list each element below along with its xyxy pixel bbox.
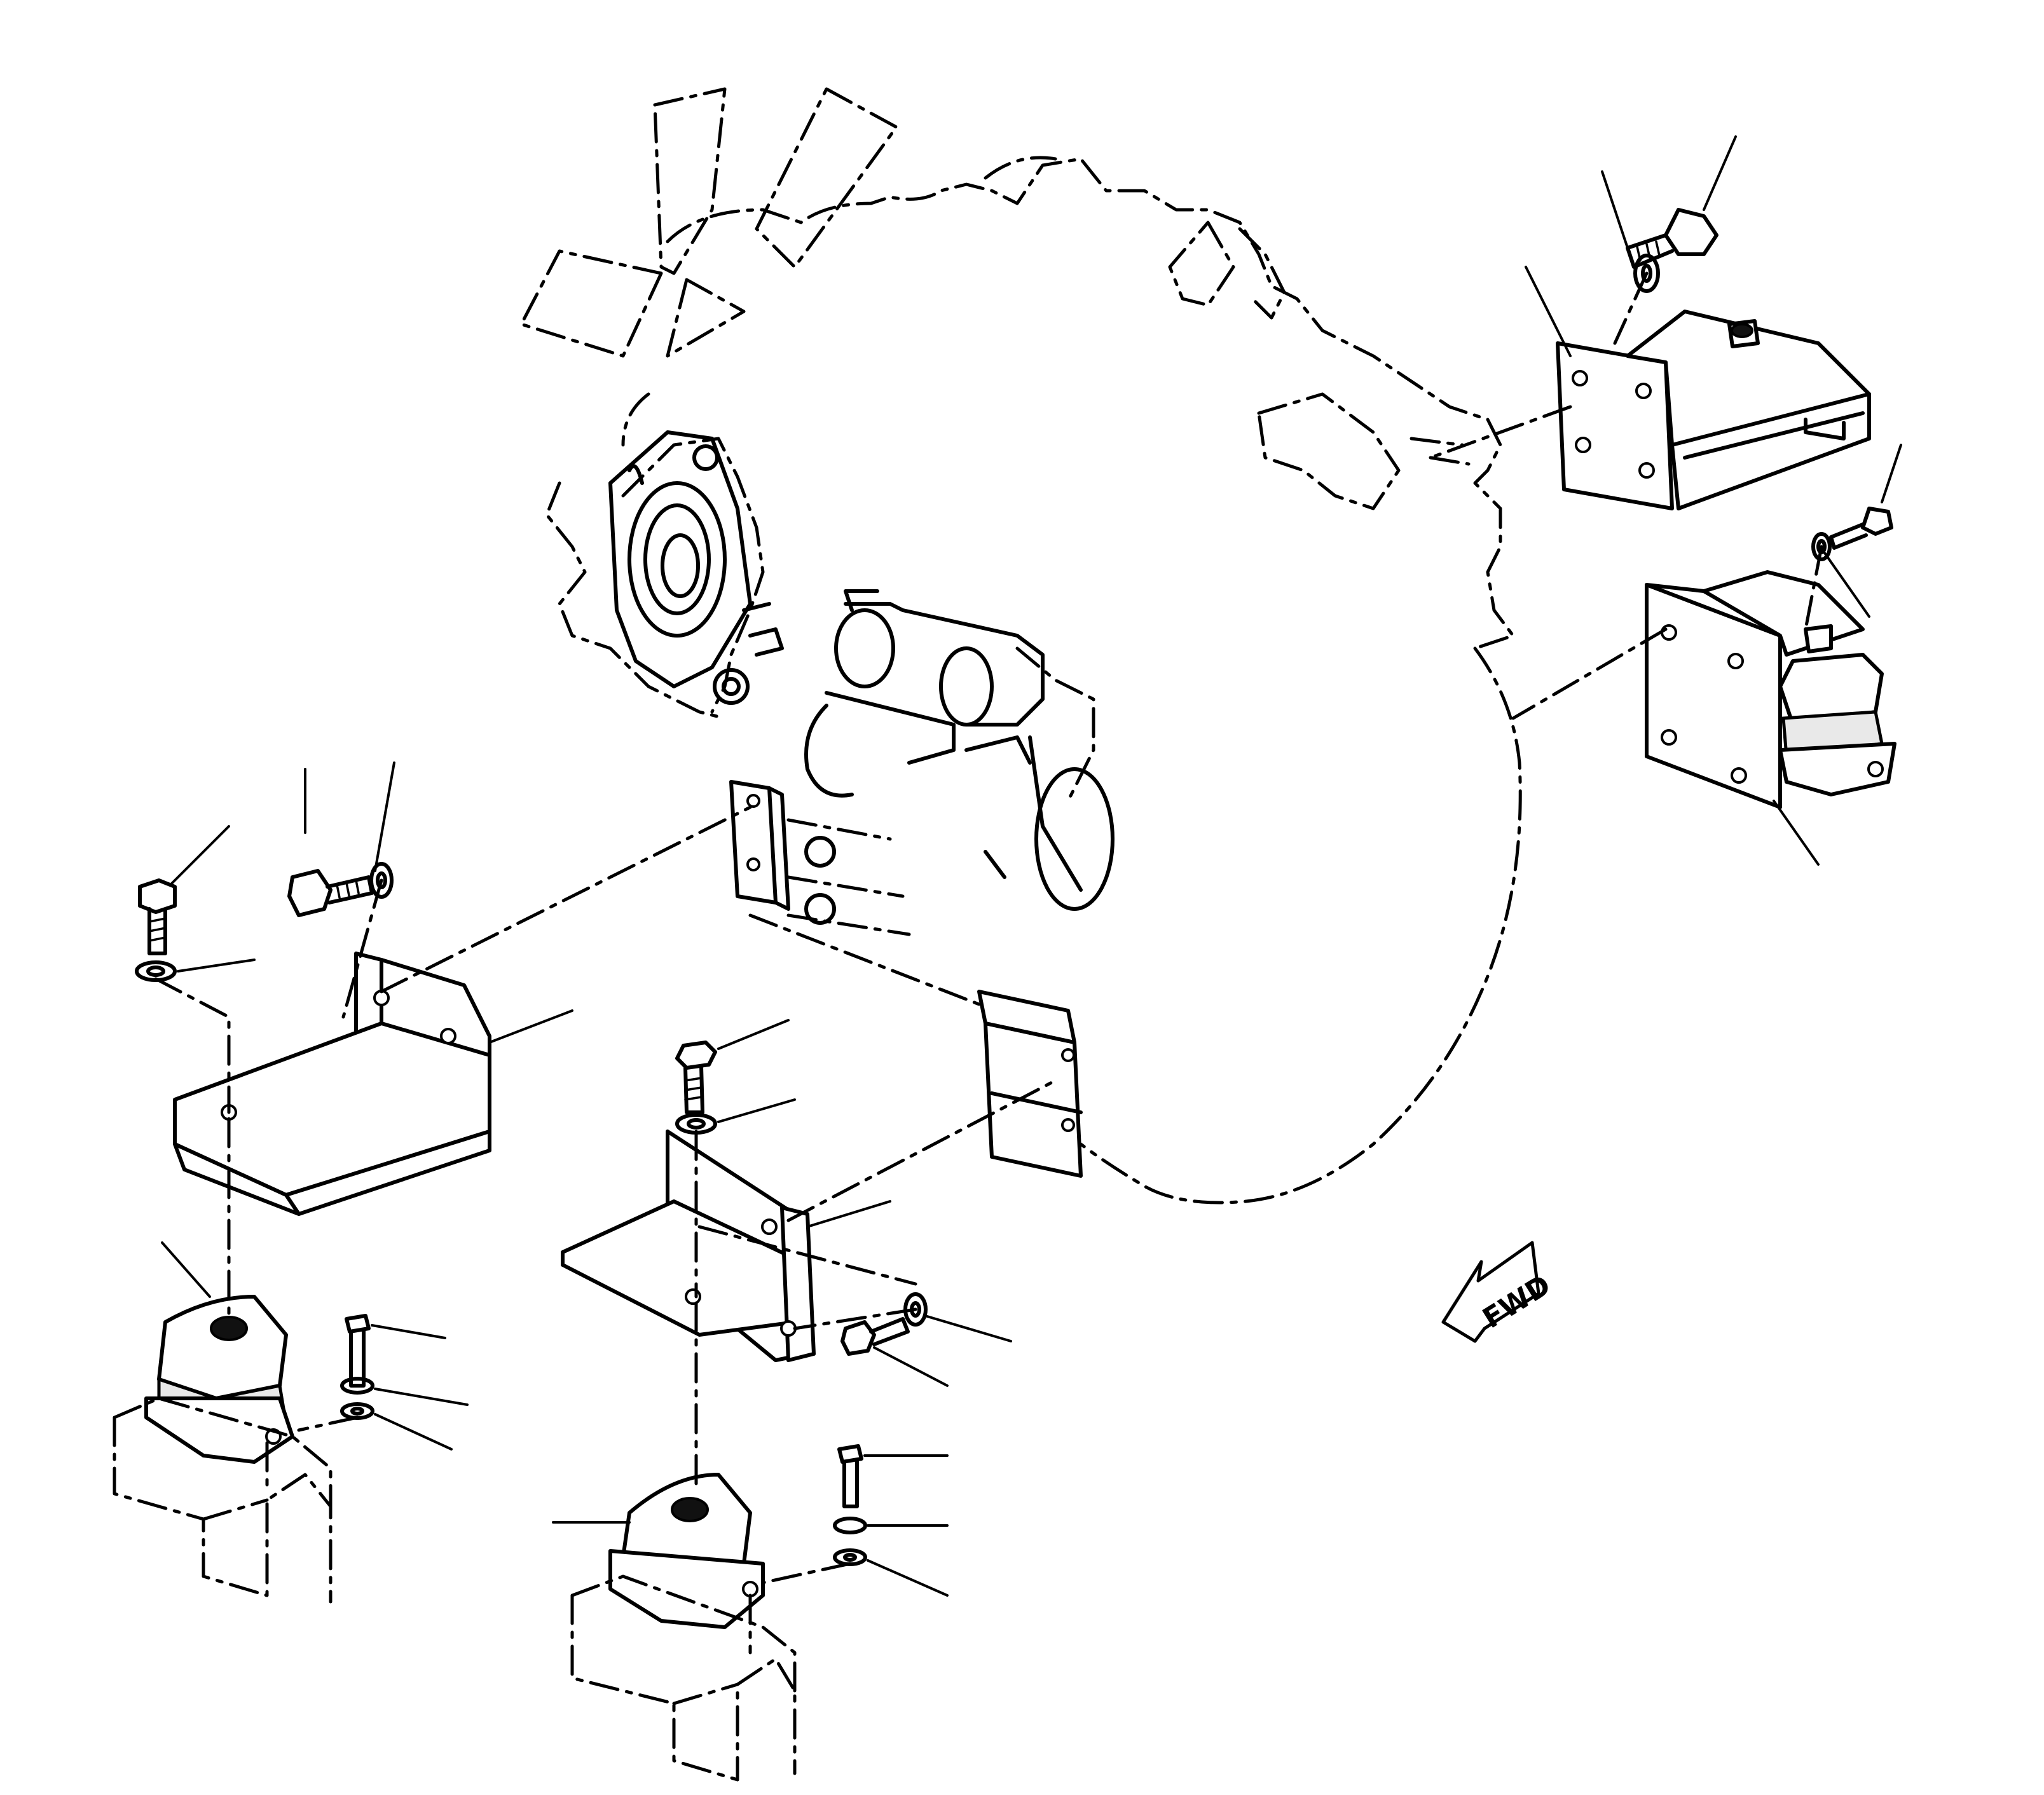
- fan-blades: [519, 87, 898, 358]
- callout-leaders: [161, 135, 1902, 1597]
- bolt-5: [345, 1314, 371, 1388]
- bolt-3: [287, 869, 374, 917]
- washer-3: [369, 862, 394, 899]
- washer-1: [1633, 254, 1660, 293]
- fwd-arrow: FWD: [1441, 1241, 1556, 1343]
- bolt-6: [675, 1041, 717, 1114]
- bracket-right-rear: [1429, 310, 1871, 510]
- frame-left: [113, 1396, 333, 1604]
- frame-center: [570, 1574, 797, 1782]
- bracket-left: [173, 805, 752, 1216]
- starter-motor: [804, 589, 1115, 911]
- washer-8: [833, 1517, 867, 1566]
- engine-outline: [519, 87, 1522, 1205]
- bolt-4: [138, 878, 177, 955]
- engine-rear-pad: [748, 913, 1083, 1178]
- water-pump-pulley: [608, 430, 784, 705]
- isolator-center: [608, 1473, 765, 1629]
- bolt-1: [1626, 208, 1718, 269]
- engine-front-pad: [729, 780, 911, 936]
- bracket-center: [561, 1079, 1057, 1362]
- bolt-8: [837, 1444, 863, 1508]
- bolt-2: [1829, 507, 1893, 550]
- centerlines: [154, 271, 1823, 1655]
- isolator-left: [144, 1295, 294, 1464]
- bracket-right-front: [1511, 570, 1897, 809]
- bolt-7: [840, 1317, 910, 1356]
